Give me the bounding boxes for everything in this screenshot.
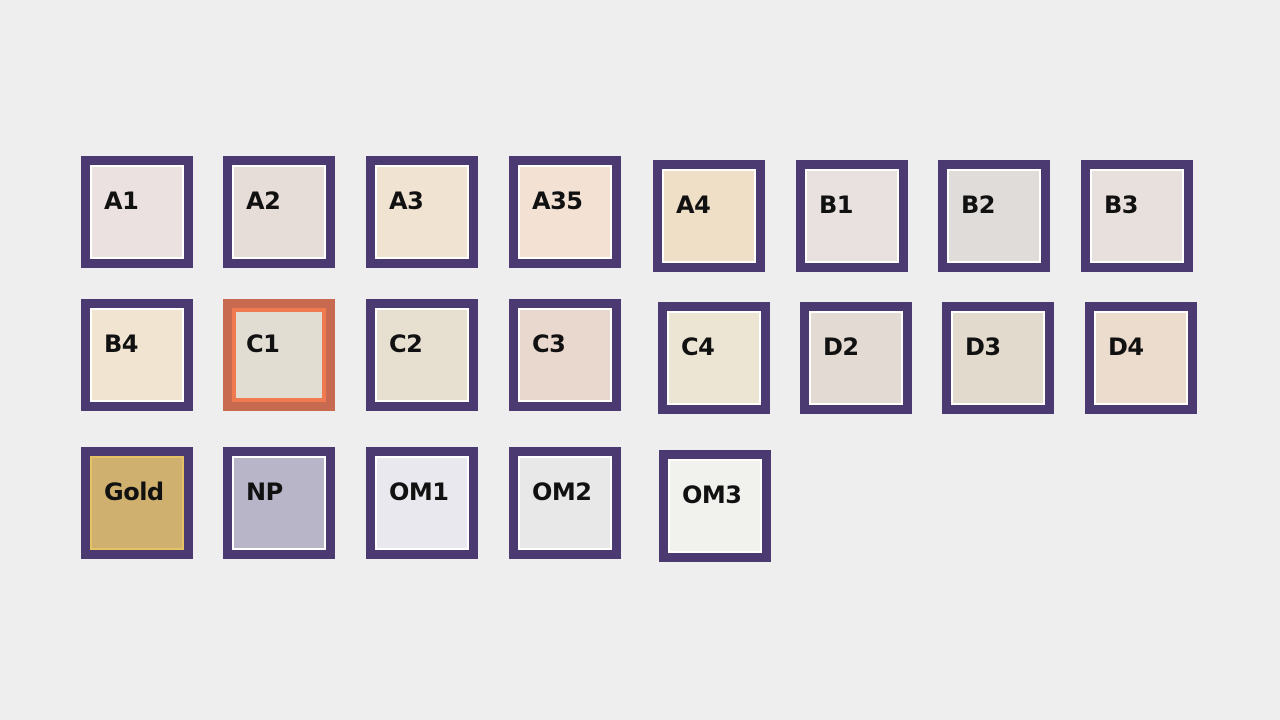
swatch-color-fill xyxy=(232,165,326,259)
swatch-color-fill xyxy=(947,169,1041,263)
swatch-label: D4 xyxy=(1108,333,1144,361)
swatch-label: A4 xyxy=(676,191,711,219)
swatch-color-fill xyxy=(668,459,762,553)
shade-swatch-d4[interactable]: D4 xyxy=(1085,302,1197,414)
swatch-color-fill xyxy=(1094,311,1188,405)
shade-swatch-gold[interactable]: Gold xyxy=(81,447,193,559)
swatch-label: OM1 xyxy=(389,478,449,506)
swatch-label: C2 xyxy=(389,330,423,358)
swatch-color-fill xyxy=(232,456,326,550)
swatch-color-fill xyxy=(951,311,1045,405)
swatch-label: B4 xyxy=(104,330,139,358)
swatch-color-fill xyxy=(662,169,756,263)
swatch-color-fill xyxy=(375,456,469,550)
swatch-color-fill xyxy=(518,165,612,259)
swatch-color-fill xyxy=(518,308,612,402)
shade-swatch-a3[interactable]: A3 xyxy=(366,156,478,268)
swatch-label: D2 xyxy=(823,333,859,361)
shade-swatch-a4[interactable]: A4 xyxy=(653,160,765,272)
swatch-label: A35 xyxy=(532,187,583,215)
swatch-label: B3 xyxy=(1104,191,1139,219)
swatch-color-fill xyxy=(232,308,326,402)
swatch-label: D3 xyxy=(965,333,1001,361)
swatch-color-fill xyxy=(809,311,903,405)
shade-swatch-d3[interactable]: D3 xyxy=(942,302,1054,414)
swatch-color-fill xyxy=(375,308,469,402)
shade-swatch-c4[interactable]: C4 xyxy=(658,302,770,414)
swatch-color-fill xyxy=(1090,169,1184,263)
swatch-label: OM3 xyxy=(682,481,742,509)
shade-swatch-np[interactable]: NP xyxy=(223,447,335,559)
swatch-color-fill xyxy=(805,169,899,263)
shade-swatch-c1[interactable]: C1 xyxy=(223,299,335,411)
swatch-label: C1 xyxy=(246,330,280,358)
shade-swatch-om2[interactable]: OM2 xyxy=(509,447,621,559)
swatch-label: C3 xyxy=(532,330,566,358)
shade-swatch-a35[interactable]: A35 xyxy=(509,156,621,268)
shade-swatch-b1[interactable]: B1 xyxy=(796,160,908,272)
swatch-label: A3 xyxy=(389,187,424,215)
swatch-label: B1 xyxy=(819,191,854,219)
shade-swatch-a2[interactable]: A2 xyxy=(223,156,335,268)
shade-swatch-om1[interactable]: OM1 xyxy=(366,447,478,559)
swatch-label: OM2 xyxy=(532,478,592,506)
shade-swatch-b4[interactable]: B4 xyxy=(81,299,193,411)
swatch-color-fill xyxy=(518,456,612,550)
swatch-label: C4 xyxy=(681,333,715,361)
shade-swatch-b3[interactable]: B3 xyxy=(1081,160,1193,272)
shade-swatch-om3[interactable]: OM3 xyxy=(659,450,771,562)
shade-swatch-a1[interactable]: A1 xyxy=(81,156,193,268)
swatch-color-fill xyxy=(375,165,469,259)
swatch-label: A2 xyxy=(246,187,281,215)
swatch-color-fill xyxy=(90,308,184,402)
shade-swatch-c2[interactable]: C2 xyxy=(366,299,478,411)
shade-swatch-b2[interactable]: B2 xyxy=(938,160,1050,272)
swatch-color-fill xyxy=(90,456,184,550)
swatch-label: NP xyxy=(246,478,283,506)
swatch-color-fill xyxy=(667,311,761,405)
swatch-label: Gold xyxy=(104,478,164,506)
swatch-label: B2 xyxy=(961,191,996,219)
swatch-label: A1 xyxy=(104,187,139,215)
shade-swatch-d2[interactable]: D2 xyxy=(800,302,912,414)
swatch-color-fill xyxy=(90,165,184,259)
shade-swatch-c3[interactable]: C3 xyxy=(509,299,621,411)
